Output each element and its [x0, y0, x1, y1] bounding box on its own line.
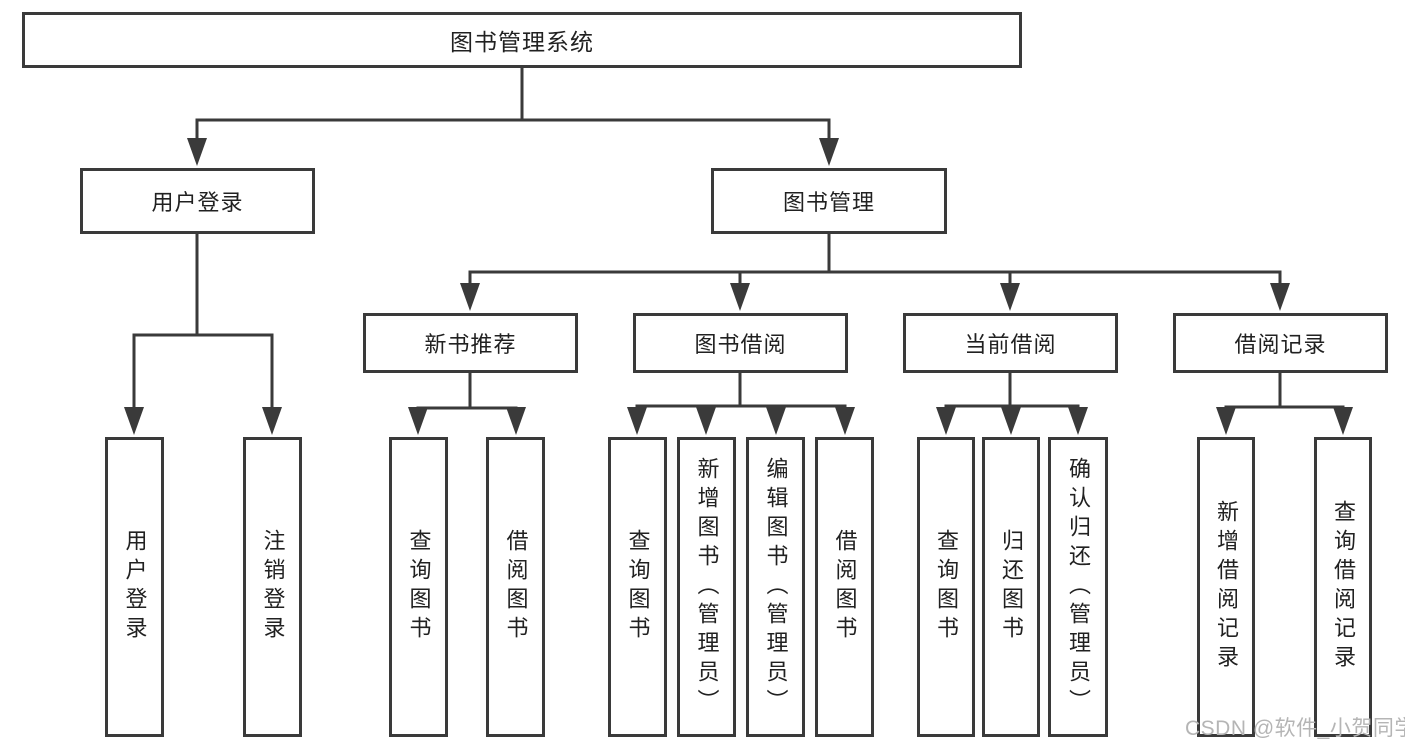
- leaf-borrow-add-book-admin: 新增图书（管理员）: [677, 437, 736, 737]
- leaf-current-return-book: 归还图书: [982, 437, 1040, 737]
- leaf-borrow-borrow-book: 借阅图书: [815, 437, 874, 737]
- node-root-system: 图书管理系统: [22, 12, 1022, 68]
- leaf-record-add: 新增借阅记录: [1197, 437, 1255, 737]
- node-borrow-record: 借阅记录: [1173, 313, 1388, 373]
- node-book-management: 图书管理: [711, 168, 947, 234]
- leaf-borrow-query-book: 查询图书: [608, 437, 667, 737]
- leaf-recommend-borrow-book: 借阅图书: [486, 437, 545, 737]
- leaf-logout: 注销登录: [243, 437, 302, 737]
- leaf-record-query: 查询借阅记录: [1314, 437, 1372, 737]
- leaf-borrow-edit-book-admin: 编辑图书（管理员）: [746, 437, 805, 737]
- node-new-book-recommend: 新书推荐: [363, 313, 578, 373]
- tree-edges: [132, 68, 1345, 410]
- leaf-user-login: 用户登录: [105, 437, 164, 737]
- node-current-borrow: 当前借阅: [903, 313, 1118, 373]
- arrowheads: [124, 138, 1353, 435]
- leaf-current-query-book: 查询图书: [917, 437, 975, 737]
- node-book-borrow: 图书借阅: [633, 313, 848, 373]
- leaf-recommend-query-book: 查询图书: [389, 437, 448, 737]
- csdn-watermark: CSDN @软件_小贺同学: [1185, 717, 1405, 740]
- node-user-login: 用户登录: [80, 168, 315, 234]
- leaf-current-confirm-return-admin: 确认归还（管理员）: [1048, 437, 1108, 737]
